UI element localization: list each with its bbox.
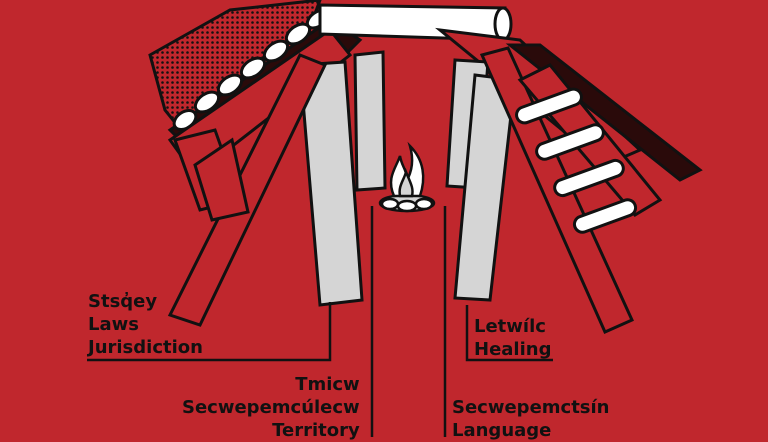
campfire-icon (378, 141, 436, 213)
label-healing-line-1: Letwílc (474, 316, 546, 337)
label-laws: Stsq̓ey Laws Jurisdiction (88, 290, 203, 359)
post-center-left (353, 50, 387, 192)
label-language-line-1: Secwepemctsín (452, 397, 610, 418)
leader-right-healing (465, 305, 553, 362)
leader-left (87, 302, 332, 362)
label-language-line-2: Language (452, 420, 552, 441)
label-healing: Letwílc Healing (474, 315, 551, 361)
label-territory-line-2: Secwepemcúlecw (182, 397, 360, 418)
leader-lines (87, 206, 553, 437)
front-left-pole (167, 53, 328, 327)
post-left-back (298, 60, 364, 307)
label-territory-line-3: Territory (272, 420, 360, 441)
label-laws-line-3: Jurisdiction (88, 337, 203, 358)
label-territory: Tmicw Secwepemcúlecw Territory (182, 373, 360, 442)
label-laws-line-1: Stsq̓ey (88, 291, 158, 312)
label-healing-line-2: Healing (474, 339, 552, 360)
label-territory-line-1: Tmicw (295, 374, 360, 395)
label-language: Secwepemctsín Language (452, 396, 610, 442)
left-diagonal-pole (193, 137, 250, 222)
label-laws-line-2: Laws (88, 314, 139, 335)
ladder (515, 63, 663, 234)
